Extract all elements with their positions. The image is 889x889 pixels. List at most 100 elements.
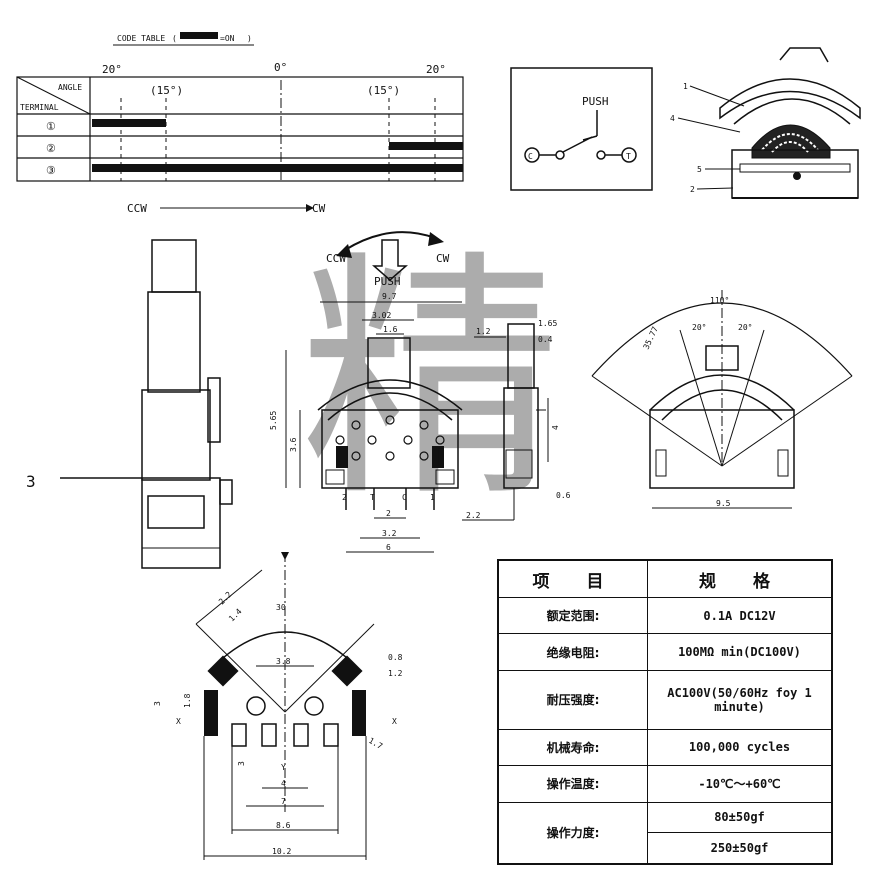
- pin-label-c: C: [402, 493, 407, 502]
- code-bar-terminal-3: [92, 164, 463, 172]
- code-table-title: CODE TABLE: [117, 34, 165, 43]
- pcb-dim-m: 10.2: [272, 847, 291, 856]
- callout-3: 3: [26, 472, 36, 491]
- spec-value: AC100V(50/60Hz foy 1 minute): [647, 669, 833, 730]
- pcb-dim-e: 3.8: [276, 657, 291, 666]
- corner-terminal: TERMINAL: [20, 103, 59, 112]
- dim-height-a: 5.65: [269, 411, 278, 430]
- spec-item: 耐压强度:: [497, 669, 648, 730]
- table-row: 操作温度: -10℃～+60℃: [497, 765, 833, 803]
- pcb-dim-b: 1.4: [227, 607, 244, 624]
- code-legend-on: =ON: [220, 34, 235, 43]
- spec-item: 操作温度:: [497, 765, 648, 803]
- thin-dim-c: 0.4: [538, 335, 553, 344]
- side-view: 3: [26, 239, 233, 569]
- exploded-view: 1 4 5 2: [670, 47, 861, 199]
- spec-force-rotate: 250±50gf: [647, 832, 833, 865]
- sub-angle-left: (15°): [150, 84, 183, 97]
- dim-16: 1.6: [383, 325, 398, 334]
- pin-label-t: T: [370, 493, 375, 502]
- pcb-mark-y: Y: [281, 763, 286, 772]
- thin-dim-d: 4: [551, 425, 560, 430]
- front-cw: CW: [436, 252, 450, 265]
- code-legend-swatch: [180, 32, 218, 39]
- pcb-dim-d: 1.2: [388, 669, 403, 678]
- front-ccw: CCW: [326, 252, 346, 265]
- thin-dim-f: 2.2: [466, 511, 481, 520]
- arc-angle-left: 20°: [692, 323, 706, 332]
- angle-label-center: 0°: [274, 61, 287, 74]
- angle-label-right: 20°: [426, 63, 446, 76]
- svg-text:(: (: [172, 34, 177, 43]
- thin-side-view: 1.2 1.65 0.4 4 0.6 2.2: [462, 319, 571, 521]
- pin-label-1: 1: [430, 493, 435, 502]
- table-row: 操作力度: 80±50gf: [497, 801, 833, 865]
- callout-2: 2: [690, 185, 695, 194]
- code-bar-terminal-1: [92, 119, 166, 127]
- pcb-dim-l: 8.6: [276, 821, 291, 830]
- row-label-1: ①: [46, 120, 56, 133]
- pcb-dim-j: 4: [281, 779, 286, 788]
- terminal-t: T: [626, 152, 631, 161]
- arc-angle-right: 20°: [738, 323, 752, 332]
- spec-value: 100,000 cycles: [647, 728, 833, 767]
- table-row: 耐压强度: AC100V(50/60Hz foy 1 minute): [497, 669, 833, 730]
- angle-label-left: 20°: [102, 63, 122, 76]
- pcb-dim-angle: 30: [276, 603, 286, 612]
- arc-width: 9.5: [716, 499, 731, 508]
- pcb-slot-right: [352, 690, 366, 736]
- callout-1: 1: [683, 82, 688, 91]
- dim-32: 3.2: [382, 529, 397, 538]
- terminal-c: C: [528, 152, 533, 161]
- table-row: 额定范围: 0.1A DC12V: [497, 596, 833, 635]
- dim-302: 3.02: [372, 311, 391, 320]
- code-cw: CW: [312, 202, 326, 215]
- thin-dim-b: 1.65: [538, 319, 557, 328]
- code-table-frame: [16, 76, 464, 182]
- spec-item: 额定范围:: [497, 596, 648, 635]
- dim-2: 2: [386, 509, 391, 518]
- terminal-t-icon: [621, 147, 637, 163]
- pcb-dim-h: 1.7: [367, 736, 384, 751]
- switch-schematic: PUSH C T: [510, 67, 653, 191]
- svg-text:): ): [247, 34, 252, 43]
- spec-value: -10℃～+60℃: [647, 765, 833, 803]
- push-arrow-icon: [372, 239, 408, 281]
- code-bar-terminal-2: [389, 142, 463, 150]
- callout-5: 5: [697, 165, 702, 174]
- code-ccw: CCW: [127, 202, 147, 215]
- sub-angle-right: (15°): [367, 84, 400, 97]
- pcb-pad-right: [331, 655, 363, 687]
- dim-6: 6: [386, 543, 391, 552]
- row-label-2: ②: [46, 142, 56, 155]
- pcb-slot-left: [204, 690, 218, 736]
- arc-angle-total: 110°: [710, 296, 729, 305]
- pcb-footprint-view: 2.2 1.4 30 0.8 1.2 3.8 3 1.8 X X 1.7 3 Y…: [153, 552, 403, 860]
- schematic-push: PUSH: [582, 95, 609, 108]
- pcb-dim-k: 7: [281, 797, 286, 806]
- pcb-dim-f: 3: [153, 701, 162, 706]
- thin-dim-a: 1.2: [476, 327, 491, 336]
- pcb-dim-g: 1.8: [183, 693, 192, 708]
- spec-table: 项 目 规 格 额定范围: 0.1A DC12V 绝缘电阻: 100MΩ min…: [497, 559, 833, 865]
- pcb-mark-x-left: X: [176, 717, 181, 726]
- table-row: 250±50gf: [498, 832, 833, 865]
- dim-top: 9.7: [382, 292, 397, 301]
- spec-header-item: 项 目: [497, 559, 648, 598]
- spec-item-force: 操作力度:: [497, 801, 648, 865]
- callout-4: 4: [670, 114, 675, 123]
- spec-value: 0.1A DC12V: [647, 596, 833, 635]
- pcb-mark-x-right: X: [392, 717, 397, 726]
- thin-dim-e: 0.6: [556, 491, 571, 500]
- spec-value: 100MΩ min(DC100V): [647, 633, 833, 671]
- code-table: CODE TABLE ( =ON ) 20° 0° 20° ANGLE TERM…: [16, 32, 464, 215]
- spec-header-spec: 规 格: [647, 559, 833, 598]
- spec-force-push: 80±50gf: [647, 801, 833, 834]
- pcb-dim-a: 2.2: [217, 590, 234, 607]
- front-push: PUSH: [374, 275, 401, 288]
- spec-item: 绝缘电阻:: [497, 633, 648, 671]
- pcb-pad-left: [207, 655, 239, 687]
- spec-item: 机械寿命:: [497, 728, 648, 767]
- table-row: 绝缘电阻: 100MΩ min(DC100V): [497, 633, 833, 671]
